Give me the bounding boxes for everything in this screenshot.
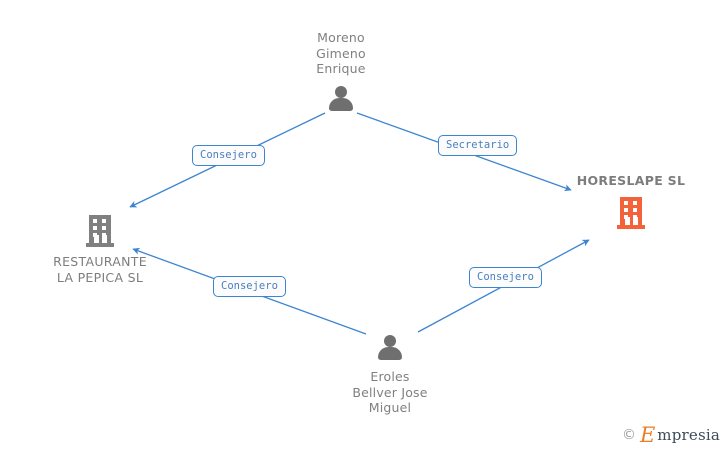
node-person-moreno-gimeno-enrique[interactable]: Moreno Gimeno Enrique	[256, 30, 426, 111]
node-person-eroles-bellver-jose-miguel[interactable]: Eroles Bellver Jose Miguel	[305, 335, 475, 416]
edge-label-moreno-horeslape[interactable]: Secretario	[438, 135, 518, 156]
node-label-eroles-bellver-jose-miguel: Eroles Bellver Jose Miguel	[352, 369, 428, 415]
building-icon	[86, 215, 114, 247]
node-company-horeslape-sl[interactable]: HORESLAPE SL	[546, 173, 716, 229]
empresia-watermark: © E mpresia	[621, 423, 720, 447]
copyright-icon: ©	[621, 427, 636, 443]
node-company-restaurante-la-pepica-sl[interactable]: RESTAURANTE LA PEPICA SL	[15, 215, 185, 285]
person-avatar-icon	[328, 85, 354, 111]
edge-label-eroles-horeslape[interactable]: Consejero	[469, 267, 542, 288]
person-avatar-icon	[377, 335, 403, 360]
brand-name: mpresia	[657, 426, 720, 444]
node-label-restaurante-la-pepica-sl: RESTAURANTE LA PEPICA SL	[53, 254, 147, 285]
edge-label-eroles-restaurante[interactable]: Consejero	[213, 276, 286, 297]
node-label-moreno-gimeno-enrique: Moreno Gimeno Enrique	[316, 30, 366, 76]
brand-initial: E	[639, 423, 656, 447]
node-label-horeslape-sl: HORESLAPE SL	[576, 173, 686, 188]
edge-label-moreno-restaurante[interactable]: Consejero	[192, 145, 265, 166]
building-icon	[617, 196, 645, 229]
